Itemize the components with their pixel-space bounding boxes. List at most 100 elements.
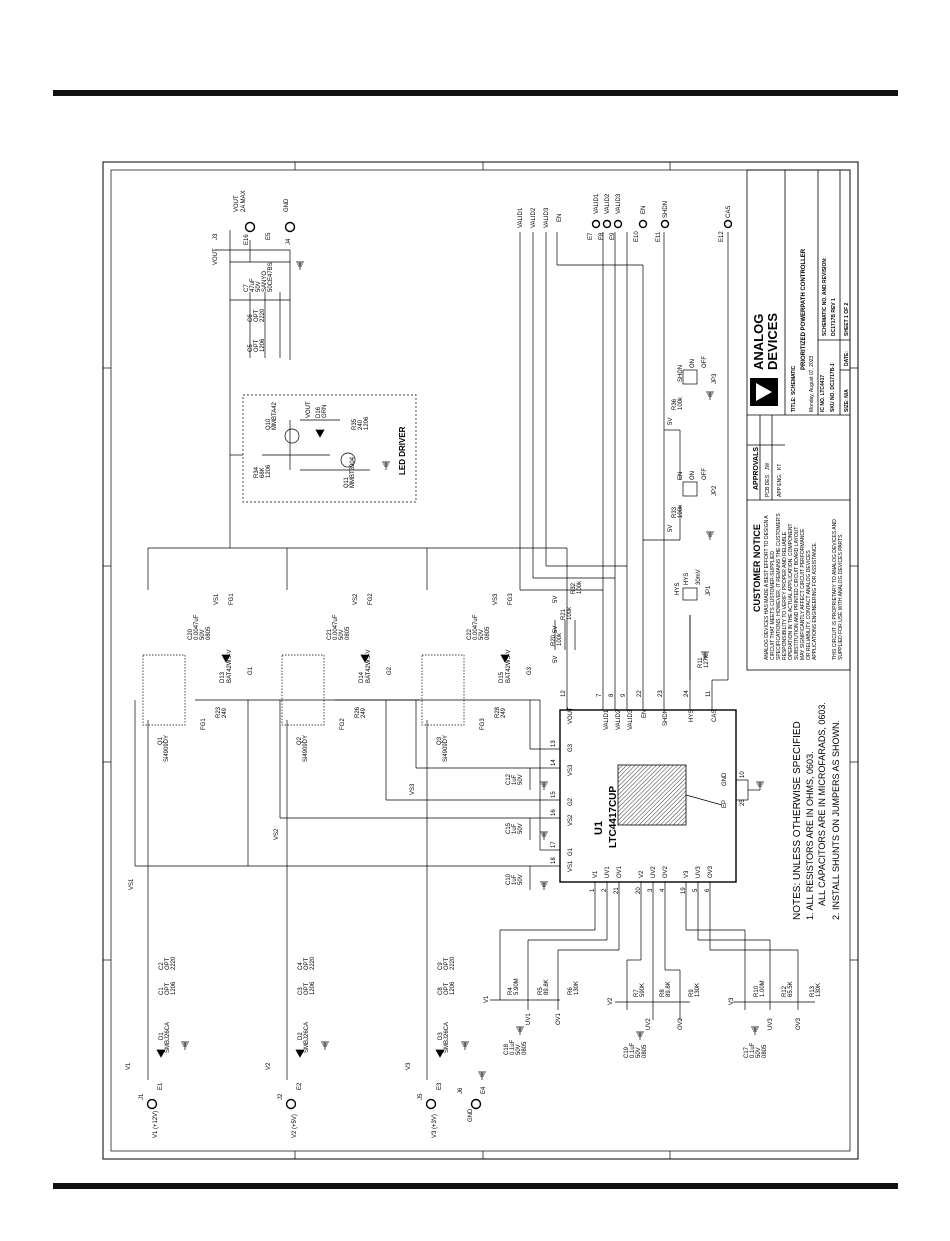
fg-label: FG2 <box>340 718 346 730</box>
pin-name: OV3 <box>708 865 714 878</box>
mosfet-q3-labels: VS3 FG3 C22 0.0047uF 50V 0805 D15 BAT42W… <box>410 593 533 795</box>
cap-val: OPT <box>165 982 171 995</box>
cap-ref: C22 <box>467 628 473 640</box>
pad-ref: E7 <box>588 232 594 240</box>
pin-name: VALID1 <box>604 709 610 730</box>
cap-ref: C7 <box>244 284 250 292</box>
title-block-frame <box>746 169 851 671</box>
transistor-ref: Q11 <box>344 476 350 488</box>
pin-number: 6 <box>705 888 711 892</box>
res-val: 100k <box>557 632 563 646</box>
jumper-label: HYS <box>684 573 690 585</box>
notes-title: NOTES: UNLESS OTHERWISE SPECIFIED <box>792 721 803 920</box>
test-point-e10 <box>638 219 648 229</box>
notice-line: MAY SIGNIFICANTLY AFFECT CIRCUIT PERFORM… <box>800 528 806 660</box>
jumper-jp1 <box>682 587 698 601</box>
res-ref: R26 <box>355 706 361 718</box>
jumper-ref: JP1 <box>706 585 712 596</box>
logo-text-1: ANALOG <box>751 314 766 370</box>
cap-val: 0.1uF <box>630 1042 636 1058</box>
pin-number: 23 <box>658 690 664 697</box>
diode-d13 <box>221 654 231 663</box>
diode-d14 <box>360 654 370 663</box>
pin-name: VOUT <box>568 707 574 724</box>
rail-label: 5V <box>668 418 674 425</box>
res-val: 127k <box>704 654 710 668</box>
tvs-part: SMBJ26CA <box>444 1022 450 1053</box>
cap-val: 0.1uF <box>750 1042 756 1058</box>
cap-val: 1uF <box>512 823 518 834</box>
transistor-q11 <box>340 452 356 468</box>
pin-name: SHDN <box>663 709 669 726</box>
pin-number: 15 <box>551 791 557 798</box>
res-ref: R28 <box>495 706 501 718</box>
approvals-title: APPROVALS <box>753 447 760 490</box>
pad-ref: E8 <box>599 232 605 240</box>
cap-pkg: 2220 <box>310 956 316 970</box>
ic-ref: U1 <box>593 821 605 835</box>
fg-label: FG1 <box>201 718 207 730</box>
net-label: UV2 <box>646 1018 652 1030</box>
test-point-e9 <box>613 219 623 229</box>
bottom-rule <box>53 1183 898 1189</box>
cap-val: OPT <box>254 339 260 352</box>
input-v2: V2 (+5V) J2 E2 V2 D2 SMBJ26CA C3 OPT 120… <box>266 956 316 1138</box>
pad-ref: E16 <box>244 234 250 245</box>
signal-label: VALID1 <box>594 193 600 214</box>
mosfet-q1-labels: VS1 FG1 C20 0.0047uF 50V 0805 D13 BAT42W… <box>129 593 254 890</box>
pcb-des-name: JW <box>765 463 771 471</box>
cap-ref: C3 <box>298 987 304 995</box>
rail-label: 5V <box>553 626 559 633</box>
pin-number: 16 <box>551 809 557 816</box>
jumper-on: ON <box>690 471 696 480</box>
jumper-jp3: 5V R36 100k SHDN ON OFF JP3 <box>668 356 718 425</box>
gnd-symbol <box>540 781 548 790</box>
signal-label: CAS <box>726 206 732 218</box>
pin-number: 3 <box>648 888 654 892</box>
cap-val: 1uF <box>512 774 518 785</box>
cap-val: 1uF <box>512 874 518 885</box>
cap-val: OPT <box>444 982 450 995</box>
pin-number: 19 <box>681 887 687 894</box>
cap-val: OPT <box>165 957 171 970</box>
pin-number: 21 <box>614 887 620 894</box>
res-val: 590K <box>640 983 646 997</box>
led-color: GRN <box>322 405 328 418</box>
led-driver-title: LED DRIVER <box>398 426 407 475</box>
res-ref: R32 <box>571 582 577 594</box>
net-label: V2 <box>266 1062 272 1070</box>
cap-pkg: 1206 <box>171 981 177 995</box>
jumper-ref: JP2 <box>712 485 718 496</box>
mosfet-ref: Q3 <box>437 736 443 745</box>
res-pkg: 1206 <box>364 416 370 430</box>
net-label: UV3 <box>768 1018 774 1030</box>
notes-block: NOTES: UNLESS OTHERWISE SPECIFIED 1. ALL… <box>792 702 841 920</box>
diode-ref: D13 <box>220 671 226 683</box>
cap-ref: C12 <box>506 773 512 785</box>
pcb-des-label: PCB DES. <box>765 474 771 497</box>
res-ref: R8 <box>660 989 666 997</box>
signal-label: EN <box>641 206 647 214</box>
notice-line: SPECIFICATIONS; HOWEVER, IT REMAINS THE … <box>776 513 782 660</box>
pin-name: EN <box>642 710 648 718</box>
pin-name: G2 <box>568 797 574 806</box>
date-value-shown: Monday, August 07, 2023 <box>809 355 815 412</box>
pin-name: GND <box>722 772 728 786</box>
net-label: OV3 <box>796 1017 802 1030</box>
cap-v: 50V <box>339 629 345 640</box>
led-d16 <box>315 429 325 438</box>
fg-label: FG1 <box>229 593 235 605</box>
net-label: V3 <box>729 997 735 1005</box>
ic-bottom-pins: GND 10 EP 25 <box>722 771 746 808</box>
transistor-q10 <box>284 428 300 444</box>
tvs-d1 <box>156 1049 166 1058</box>
connector-e16 <box>244 221 256 233</box>
input-name: V2 (+5V) <box>292 1114 298 1138</box>
pin-name: VALID3 <box>628 709 634 730</box>
connector-e1 <box>146 1098 158 1110</box>
gnd-symbol <box>751 1026 759 1035</box>
cap-ref: C2 <box>159 962 165 970</box>
mosfet-ref: Q2 <box>297 736 303 745</box>
cap-ref: C9 <box>438 962 444 970</box>
connector-e4 <box>470 1098 482 1110</box>
